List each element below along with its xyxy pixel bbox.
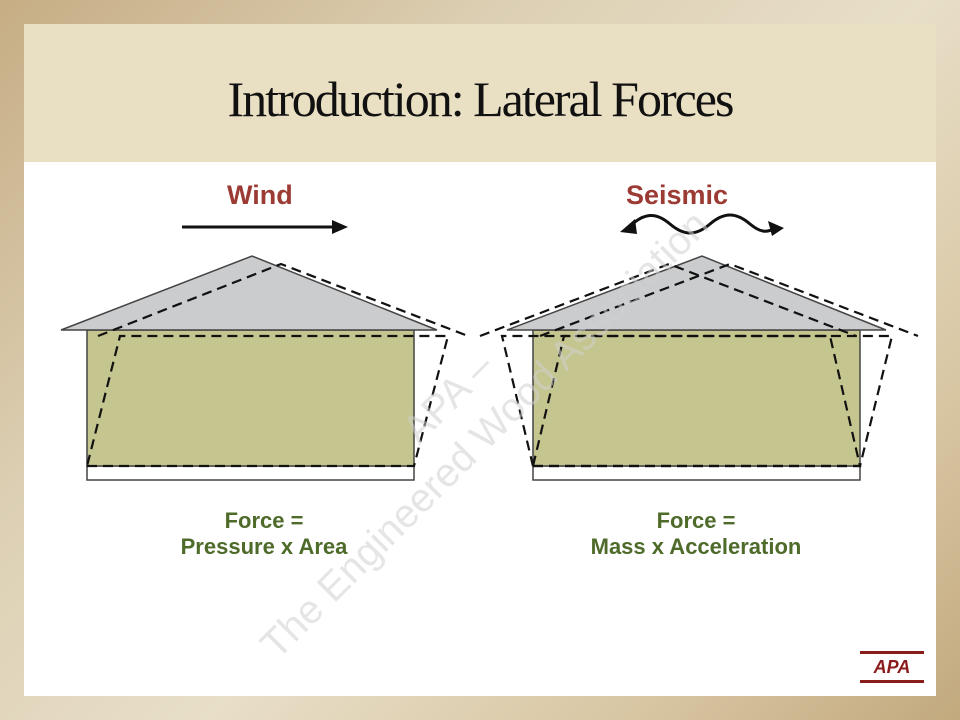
wind-formula-line1: Force = [224, 508, 304, 533]
wind-formula-line2: Pressure x Area [180, 534, 348, 559]
wind-arrow-icon [182, 220, 348, 234]
seismic-wave-icon [620, 213, 784, 236]
seismic-house [479, 255, 919, 481]
seismic-house-wall [532, 329, 861, 467]
house-diagrams [60, 213, 919, 481]
seismic-label: Seismic [626, 180, 729, 210]
seismic-house-deformed-right [531, 262, 919, 468]
wind-label: Wind [227, 180, 293, 210]
wind-house [60, 255, 469, 481]
seismic-house-foundation [532, 465, 861, 481]
title-band [24, 24, 936, 162]
apa-logo-text: APA [873, 657, 911, 677]
slide-title: Introduction: Lateral Forces [227, 71, 735, 127]
wind-house-deformed-outline [85, 262, 469, 468]
seismic-house-roof [506, 255, 887, 331]
wind-house-foundation [86, 465, 415, 481]
seismic-formula-line1: Force = [656, 508, 736, 533]
wind-house-wall [86, 329, 415, 467]
wind-house-roof [60, 255, 438, 331]
wind-formula: Force = Pressure x Area [144, 508, 384, 560]
seismic-formula-line2: Mass x Acceleration [590, 534, 802, 559]
apa-logo: APA [860, 651, 924, 683]
seismic-formula: Force = Mass x Acceleration [556, 508, 836, 560]
slide: Introduction: Lateral Forces [24, 24, 936, 696]
